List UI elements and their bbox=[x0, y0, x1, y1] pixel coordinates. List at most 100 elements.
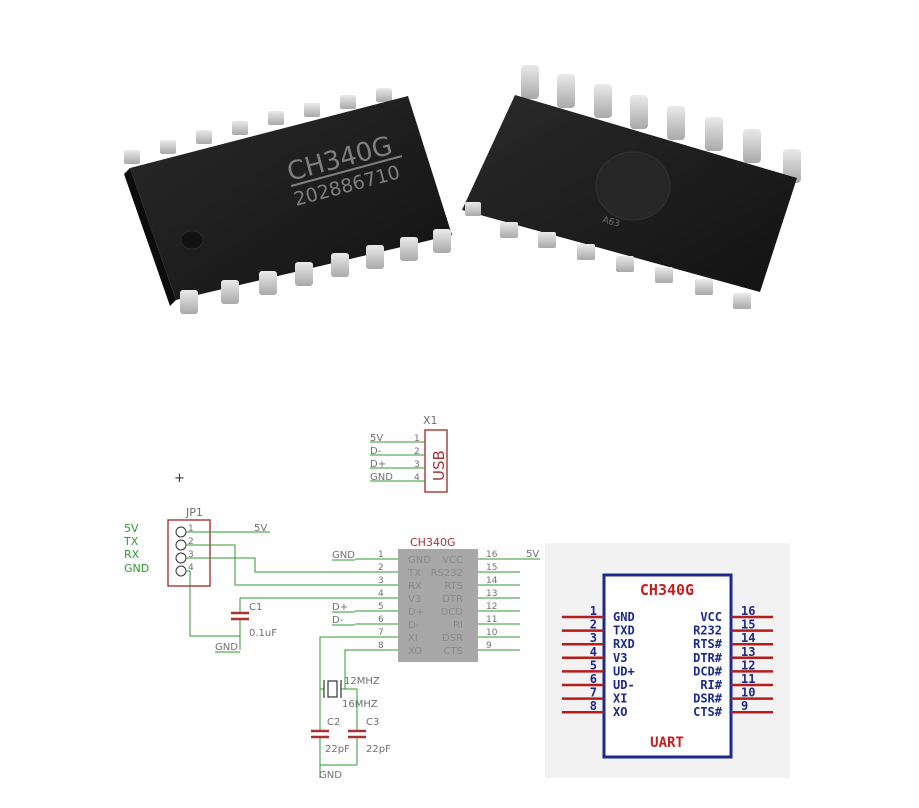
ic-pin-number: 12 bbox=[486, 602, 497, 612]
chip-pin bbox=[259, 271, 277, 295]
ic-name: CH340G bbox=[410, 536, 455, 549]
pinout-pin-label: CTS# bbox=[693, 705, 723, 719]
marking-underline bbox=[290, 155, 403, 187]
chip-pin bbox=[124, 150, 140, 164]
ic-pin-label: RTS bbox=[444, 581, 463, 592]
ic-pin-number: 5 bbox=[378, 602, 384, 612]
pinout-pin-label: TXD bbox=[613, 624, 635, 638]
pinout-pin-number: 15 bbox=[741, 618, 755, 632]
chip-pin bbox=[295, 262, 313, 286]
pinout-pin-number: 16 bbox=[741, 604, 755, 618]
pinout-pin-label: VCC bbox=[700, 610, 722, 624]
crystal-gnd-label: GND bbox=[319, 770, 342, 781]
ic-pin-label: RI bbox=[453, 620, 463, 631]
usb-pin-number: 1 bbox=[414, 434, 420, 444]
pinout-pin-label: RXD bbox=[613, 637, 635, 651]
header-pin-hole bbox=[175, 552, 187, 564]
pinout-pin-label: UD- bbox=[613, 678, 635, 692]
header-designator: JP1 bbox=[185, 506, 203, 519]
chip-pin bbox=[616, 256, 634, 272]
ic-pin-number: 15 bbox=[486, 563, 497, 573]
chip-pin bbox=[400, 237, 418, 261]
pinout-pin-label: DTR# bbox=[693, 651, 723, 665]
wire bbox=[341, 649, 398, 690]
chip-pin bbox=[433, 229, 451, 253]
c3-value: 22pF bbox=[366, 744, 391, 755]
ic-left-net: D+ bbox=[332, 602, 348, 613]
header-pin-hole bbox=[175, 539, 187, 551]
c1-designator: C1 bbox=[249, 602, 262, 613]
pinout-pin-number: 5 bbox=[590, 658, 597, 672]
pinout-ic-body bbox=[602, 573, 733, 759]
header-side-label: GND bbox=[124, 562, 149, 575]
pinout-footer: UART bbox=[650, 735, 684, 751]
chip-pin bbox=[304, 103, 320, 117]
header-pin-number: 2 bbox=[188, 537, 194, 547]
usb-pin-number: 2 bbox=[414, 447, 420, 457]
pinout-pin-number: 6 bbox=[590, 672, 597, 686]
ic-pin-number: 14 bbox=[486, 576, 498, 586]
header-pin-number: 1 bbox=[188, 524, 194, 534]
usb-pin-number: 4 bbox=[414, 473, 420, 483]
pinout-pin-number: 12 bbox=[741, 658, 755, 672]
ic-left-net: D- bbox=[332, 615, 344, 626]
crystal-value-2: 16MHZ bbox=[342, 699, 378, 710]
wire bbox=[186, 557, 398, 573]
wire bbox=[186, 544, 398, 586]
pinout-pin-number: 9 bbox=[741, 699, 748, 713]
pinout-pin-number: 1 bbox=[590, 604, 597, 618]
pinout-pin-label: DCD# bbox=[693, 664, 723, 678]
ic-pin-number: 8 bbox=[378, 641, 384, 651]
pinout-pin-number: 10 bbox=[741, 686, 755, 700]
c1-gnd-label: GND bbox=[215, 642, 238, 653]
chip-pin bbox=[366, 245, 384, 269]
chip-pin bbox=[465, 202, 481, 216]
header-pin-number: 4 bbox=[188, 563, 194, 573]
chip-pin bbox=[705, 117, 723, 151]
chip-pin bbox=[594, 84, 612, 118]
chip-pin bbox=[232, 121, 248, 135]
pinout-pin-number: 8 bbox=[590, 699, 597, 713]
ic-pin-label: D- bbox=[408, 620, 420, 631]
ic-pin-number: 1 bbox=[378, 550, 384, 560]
header-side-label: RX bbox=[124, 548, 140, 561]
chip-pin bbox=[376, 88, 392, 102]
chip-pin bbox=[340, 95, 356, 109]
pinout-title: CH340G bbox=[640, 581, 694, 599]
ic-pin-number: 9 bbox=[486, 641, 492, 651]
ic-body bbox=[398, 549, 478, 662]
c1-value: 0.1uF bbox=[249, 628, 277, 639]
left-chip: CH340G 202886710 bbox=[124, 88, 452, 314]
ic-pin-number: 16 bbox=[486, 550, 498, 560]
usb-body bbox=[424, 429, 448, 493]
chip-pin bbox=[630, 95, 648, 129]
ic-pin-label: DCD bbox=[441, 607, 464, 618]
pinout-right-pins: 16VCC15R23214RTS#13DTR#12DCD#11RI#10DSR#… bbox=[693, 604, 773, 719]
usb-connector: X1 USB 5V D- D+ GND 1 2 3 4 bbox=[370, 414, 448, 493]
origin-plus-mark: + bbox=[174, 471, 185, 486]
ic-pin-label: DTR bbox=[442, 594, 463, 605]
ic-pin-label: VCC bbox=[442, 555, 463, 566]
usb-net-label: D- bbox=[370, 446, 382, 457]
ic-pin-label: DSR bbox=[442, 633, 463, 644]
header-jp1: 5V TX RX GND JP1 1 2 3 4 5V bbox=[123, 506, 398, 637]
chip-pin bbox=[180, 290, 198, 314]
crystal-value-1: 12MHZ bbox=[344, 676, 380, 687]
ic-pin-number: 7 bbox=[378, 628, 384, 638]
ic-pin-label: RX bbox=[408, 581, 422, 592]
chip-pin bbox=[743, 129, 761, 163]
header-pin-hole bbox=[175, 526, 187, 538]
header-pin-number: 3 bbox=[188, 550, 194, 560]
crystal-body bbox=[327, 680, 338, 698]
ic-pin-number: 13 bbox=[486, 589, 497, 599]
pinout-pin-number: 14 bbox=[741, 631, 755, 645]
chip-pin bbox=[538, 232, 556, 248]
wire bbox=[186, 570, 240, 637]
header-pin-hole bbox=[175, 565, 187, 577]
chip-pin bbox=[783, 149, 801, 183]
ic-pin-number: 10 bbox=[486, 628, 498, 638]
